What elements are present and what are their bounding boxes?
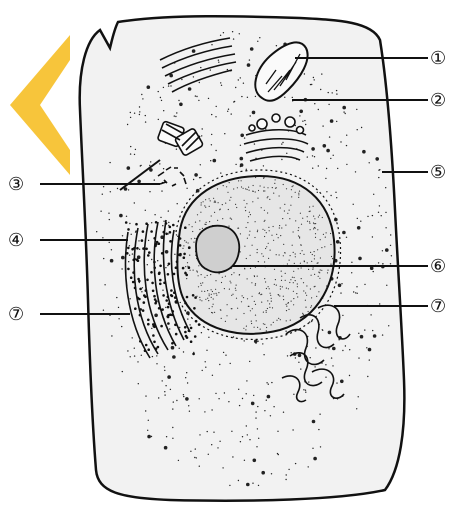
label-7b: ⑦ bbox=[430, 296, 446, 317]
label-7a: ⑦ bbox=[8, 304, 24, 325]
label-6: ⑥ bbox=[430, 256, 446, 277]
label-1: ① bbox=[430, 48, 446, 69]
label-2: ② bbox=[430, 90, 446, 111]
label-4: ④ bbox=[8, 230, 24, 251]
label-3: ③ bbox=[8, 174, 24, 195]
label-5: ⑤ bbox=[430, 162, 446, 183]
watermark-arrow-shape bbox=[10, 35, 70, 175]
